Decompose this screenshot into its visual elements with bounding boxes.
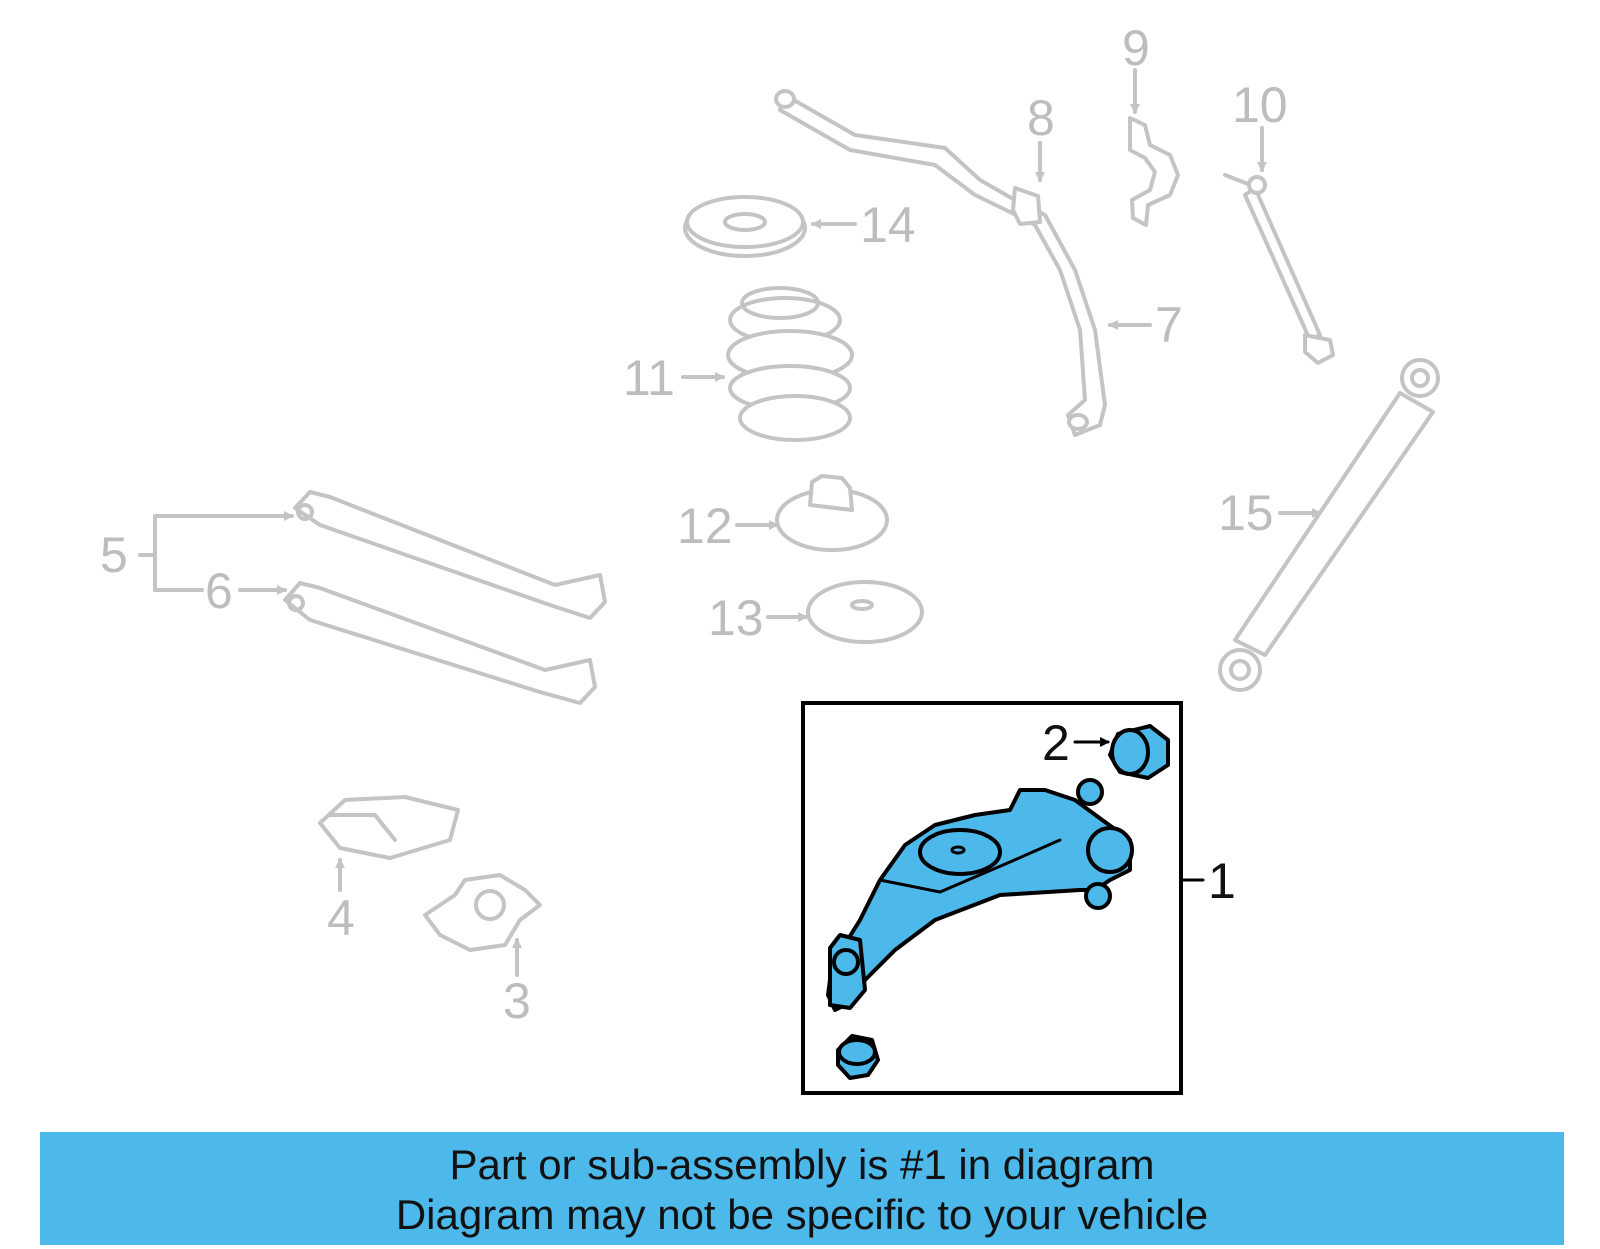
black-leader-lines xyxy=(1073,737,1205,882)
callout-14: 14 xyxy=(860,197,916,253)
callout-13: 13 xyxy=(708,590,764,646)
callout-11: 11 xyxy=(623,350,675,406)
part-8-bushing xyxy=(1011,186,1042,226)
part-7-stabilizer-bar xyxy=(774,89,1107,437)
highlight-box xyxy=(801,701,1183,1095)
callout-10: 10 xyxy=(1232,77,1288,133)
callout-4: 4 xyxy=(327,890,355,946)
grey-leader-lines xyxy=(138,68,1322,977)
part-12-bump-stop xyxy=(775,474,889,552)
part-10-stabilizer-link xyxy=(1223,173,1335,365)
part-3-mount xyxy=(423,873,542,952)
callout-1: 1 xyxy=(1208,853,1236,909)
part-13-insulator xyxy=(806,580,924,644)
callout-5: 5 xyxy=(100,527,128,583)
part-2-bushing xyxy=(1108,724,1170,780)
callout-12: 12 xyxy=(677,498,733,554)
callout-7: 7 xyxy=(1155,297,1183,353)
part-1-control-arm xyxy=(826,778,1134,1012)
parts-diagram: 1 2 3 4 5 6 7 8 9 10 11 12 13 14 15 xyxy=(100,20,1440,1095)
part-1-lower-bushing xyxy=(836,1034,880,1080)
part-6-lower-arm xyxy=(283,581,597,705)
callout-2: 2 xyxy=(1042,715,1070,771)
callout-6: 6 xyxy=(205,563,233,619)
part-15-shock-absorber xyxy=(1218,358,1440,692)
part-11-coil-spring xyxy=(726,286,854,442)
part-14-spring-seat xyxy=(683,195,807,258)
callout-3: 3 xyxy=(503,973,531,1029)
banner-line-2: Diagram may not be specific to your vehi… xyxy=(395,1191,1209,1238)
part-9-bracket xyxy=(1128,116,1180,227)
banner-line-1: Part or sub-assembly is #1 in diagram xyxy=(449,1141,1155,1188)
callout-15: 15 xyxy=(1218,485,1274,541)
callout-8: 8 xyxy=(1027,90,1055,146)
info-banner: Part or sub-assembly is #1 in diagram Di… xyxy=(40,1132,1564,1245)
part-5-upper-arm xyxy=(293,490,607,620)
callout-9: 9 xyxy=(1122,20,1150,76)
part-4-bracket-cover xyxy=(318,795,460,860)
